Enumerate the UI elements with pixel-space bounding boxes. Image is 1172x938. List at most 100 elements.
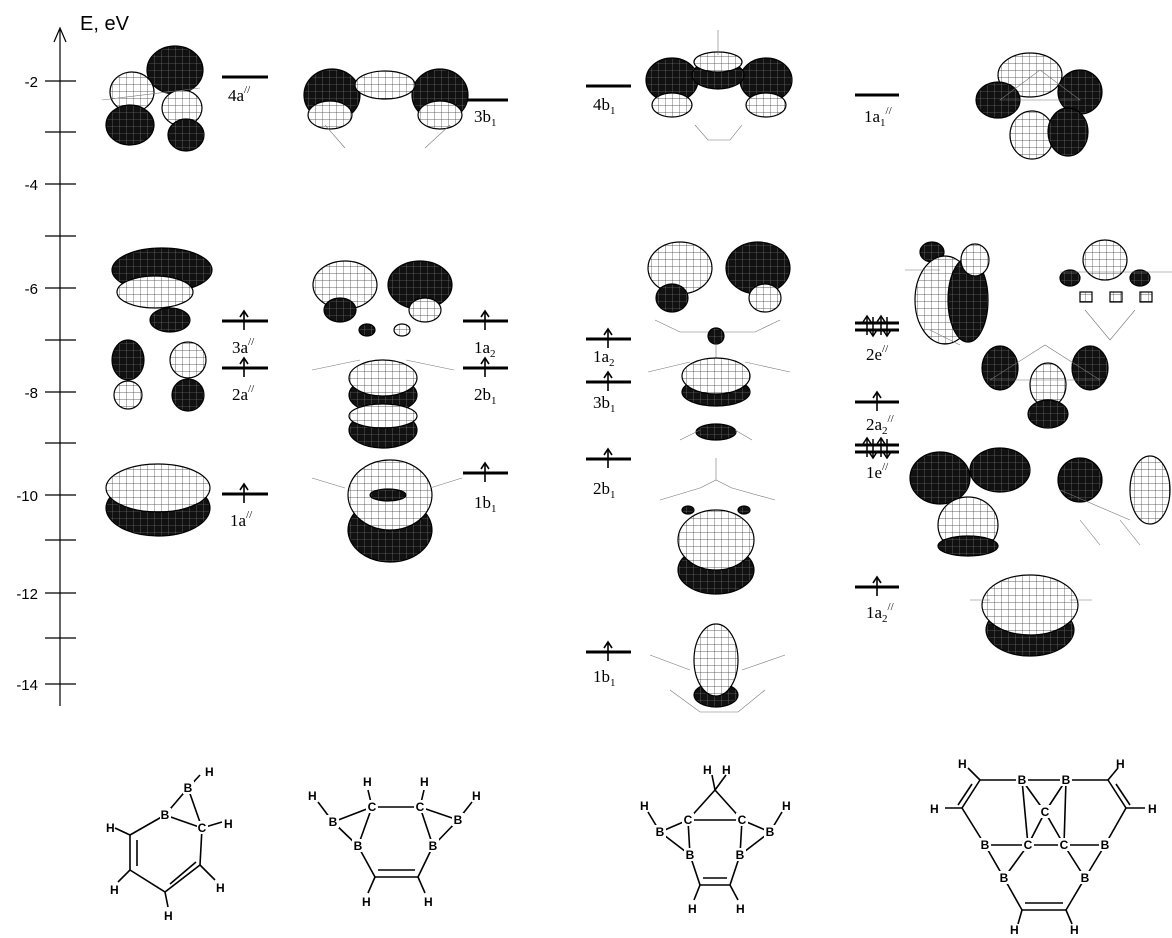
- svg-text:2e//: 2e//: [866, 343, 889, 364]
- svg-text:H: H: [362, 895, 371, 909]
- level-2b1: 2b1: [586, 449, 631, 501]
- svg-text:1e//: 1e//: [866, 461, 889, 482]
- tick-label: -6: [25, 281, 38, 298]
- svg-text:C: C: [368, 800, 377, 814]
- level-2b1: 2b1: [463, 358, 508, 407]
- svg-text:H: H: [224, 817, 233, 831]
- svg-text:C: C: [1041, 805, 1050, 819]
- svg-text:H: H: [420, 775, 429, 789]
- svg-text:H: H: [1070, 923, 1079, 937]
- level-1b1: 1b1: [586, 642, 631, 689]
- svg-text:H: H: [640, 799, 649, 813]
- svg-text:B: B: [184, 781, 193, 795]
- svg-text:B: B: [1081, 871, 1090, 885]
- svg-text:2b1: 2b1: [474, 385, 497, 407]
- tick-label: -12: [16, 586, 38, 603]
- svg-text:H: H: [1116, 757, 1125, 771]
- svg-text:B: B: [736, 848, 745, 862]
- structure-4: [945, 768, 1145, 924]
- column-3-levels: 4b1 1a2 3b1 2b1 1b1: [586, 86, 631, 689]
- level-2a2-double-prime: 2a2//: [855, 392, 899, 437]
- svg-text:H: H: [958, 757, 967, 771]
- svg-text:C: C: [1060, 838, 1069, 852]
- svg-text:H: H: [688, 902, 697, 916]
- column-1-orbitals: [102, 46, 212, 536]
- svg-text:1a//: 1a//: [230, 509, 253, 530]
- svg-text:1b1: 1b1: [593, 667, 616, 689]
- svg-text:H: H: [930, 802, 939, 816]
- svg-text:H: H: [1010, 923, 1019, 937]
- svg-text:B: B: [1101, 838, 1110, 852]
- tick-label: -8: [25, 385, 38, 402]
- level-1a2-double-prime: 1a2//: [855, 577, 899, 625]
- svg-text:H: H: [106, 821, 115, 835]
- structure-1-atoms: B B C H H H H H H: [106, 765, 233, 923]
- svg-text:3b1: 3b1: [593, 393, 616, 415]
- svg-text:H: H: [1148, 802, 1157, 816]
- level-3a-double-prime: 3a//: [222, 311, 268, 357]
- svg-text:B: B: [686, 848, 695, 862]
- svg-text:B: B: [1000, 871, 1009, 885]
- level-1a1-double-prime: 1a1//: [855, 95, 899, 129]
- level-1a2: 1a2: [586, 329, 631, 369]
- column-4-orbitals: [905, 53, 1172, 656]
- svg-text:B: B: [429, 839, 438, 853]
- column-4-levels: 1a1// 2e// 2a2// 1e// 1a2//: [855, 95, 899, 625]
- svg-text:H: H: [736, 902, 745, 916]
- svg-text:C: C: [1024, 838, 1033, 852]
- svg-text:H: H: [110, 883, 119, 897]
- tick-label: -10: [16, 488, 38, 505]
- svg-text:H: H: [164, 909, 173, 923]
- svg-text:3b1: 3b1: [474, 107, 497, 129]
- svg-text:B: B: [454, 813, 463, 827]
- svg-text:1a1//: 1a1//: [864, 105, 893, 129]
- structure-3: [648, 775, 782, 900]
- svg-text:4a//: 4a//: [228, 84, 251, 105]
- svg-text:H: H: [472, 789, 481, 803]
- svg-text:B: B: [1062, 773, 1071, 787]
- svg-text:3a//: 3a//: [232, 336, 255, 357]
- svg-text:C: C: [198, 821, 207, 835]
- svg-text:B: B: [161, 808, 170, 822]
- svg-text:H: H: [363, 775, 372, 789]
- svg-text:C: C: [738, 813, 747, 827]
- structure-1: [115, 775, 222, 907]
- svg-text:1a2: 1a2: [474, 338, 496, 360]
- structure-2-atoms: C C B B B B H H H H H H: [308, 775, 481, 909]
- svg-text:H: H: [722, 763, 731, 777]
- svg-text:H: H: [782, 799, 791, 813]
- level-2e-double-prime: 2e//: [855, 316, 899, 364]
- svg-text:B: B: [656, 825, 665, 839]
- structure-2: [318, 790, 472, 893]
- svg-text:1b1: 1b1: [474, 493, 497, 515]
- svg-text:2a//: 2a//: [232, 383, 255, 404]
- svg-text:B: B: [766, 825, 775, 839]
- svg-text:2b1: 2b1: [593, 479, 616, 501]
- tick-label: -4: [25, 177, 38, 194]
- column-2-levels: 3b1 1a2 2b1 1b1: [463, 100, 508, 515]
- level-4b1: 4b1: [586, 86, 631, 117]
- svg-text:C: C: [684, 813, 693, 827]
- svg-text:B: B: [354, 839, 363, 853]
- svg-text:1a2//: 1a2//: [866, 601, 895, 625]
- level-1b1: 1b1: [463, 463, 508, 515]
- structure-3-atoms: C C B B B B H H H H H H: [640, 763, 791, 916]
- svg-text:C: C: [416, 800, 425, 814]
- level-3b1: 3b1: [586, 372, 631, 415]
- axis-label: E, eV: [80, 13, 130, 35]
- level-4a-double-prime: 4a//: [222, 77, 268, 105]
- level-1a2: 1a2: [463, 311, 508, 360]
- svg-text:H: H: [308, 789, 317, 803]
- column-2-orbitals: [304, 69, 468, 562]
- svg-text:B: B: [329, 815, 338, 829]
- svg-text:H: H: [216, 881, 225, 895]
- svg-text:4b1: 4b1: [593, 95, 616, 117]
- tick-label: -14: [16, 677, 38, 694]
- svg-text:H: H: [424, 895, 433, 909]
- tick-label: -2: [25, 74, 38, 91]
- svg-text:1a2: 1a2: [593, 347, 615, 369]
- level-3b1: 3b1: [463, 100, 508, 129]
- svg-text:H: H: [703, 763, 712, 777]
- column-1-levels: 4a// 3a// 2a// 1a//: [222, 77, 268, 530]
